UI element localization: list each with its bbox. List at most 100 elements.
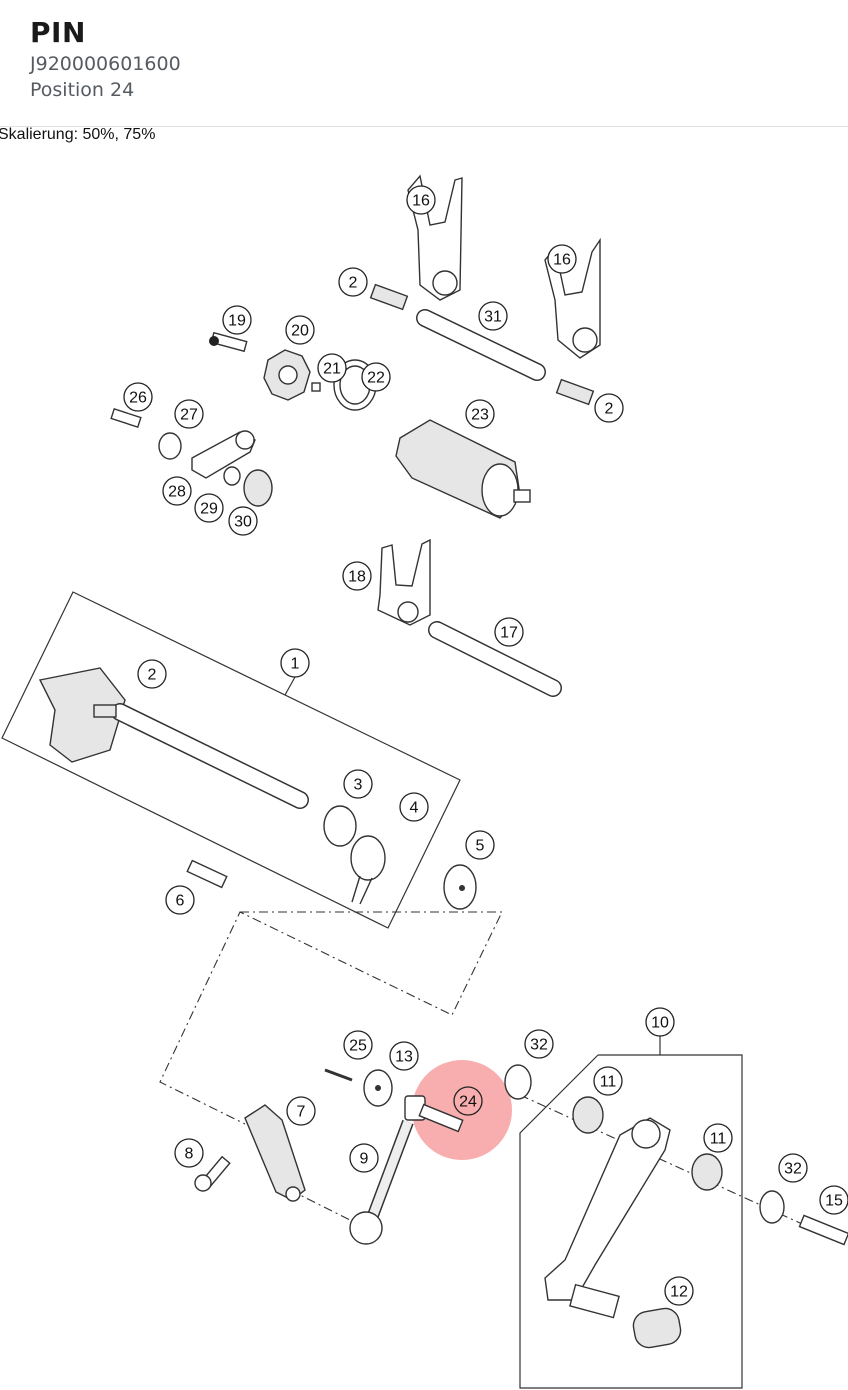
washer-32-left	[504, 1064, 532, 1100]
callout-20[interactable]: 20	[285, 315, 315, 345]
callout-circle	[165, 885, 195, 915]
callout-circle	[547, 244, 577, 274]
callout-label: 4	[410, 800, 419, 817]
callout-29[interactable]: 29	[194, 493, 224, 523]
part-title: PIN	[30, 16, 86, 49]
callout-label: 27	[180, 407, 198, 424]
callout-label: 8	[185, 1146, 194, 1163]
callout-circle	[343, 1030, 373, 1060]
bolt-6	[186, 859, 228, 889]
callout-label: 17	[500, 625, 518, 642]
washer-32-right	[759, 1190, 785, 1224]
callout-31[interactable]: 31	[478, 301, 508, 331]
shift-lever-7	[244, 1104, 306, 1202]
callout-label: 32	[784, 1161, 802, 1178]
callout-label: 7	[297, 1104, 306, 1121]
pin-25	[324, 1068, 353, 1082]
callout-circle	[349, 1143, 379, 1173]
callout-27[interactable]: 27	[174, 399, 204, 429]
callout-10[interactable]: 10	[645, 1007, 675, 1037]
washer-27	[158, 432, 182, 460]
callout-circle	[465, 830, 495, 860]
callout-label: 21	[323, 361, 341, 378]
callout-2[interactable]: 2	[338, 267, 368, 297]
callout-1[interactable]: 1	[280, 648, 310, 678]
shift-shaft-assembly	[38, 667, 386, 905]
callout-32[interactable]: 32	[778, 1153, 808, 1183]
callout-32[interactable]: 32	[524, 1029, 554, 1059]
callout-11[interactable]: 11	[593, 1066, 623, 1096]
leader-1	[284, 676, 296, 696]
callout-label: 25	[349, 1038, 367, 1055]
spring-upper	[369, 283, 409, 311]
bolt-15	[798, 1214, 848, 1246]
callout-circle	[162, 476, 192, 506]
callout-30[interactable]: 30	[228, 506, 258, 536]
callout-label: 15	[825, 1193, 843, 1210]
callout-circle	[703, 1123, 733, 1153]
callout-circle	[317, 353, 347, 383]
callout-label: 29	[200, 501, 218, 518]
callout-circle	[222, 305, 252, 335]
spring-30	[243, 469, 273, 507]
callout-label: 26	[129, 390, 147, 407]
callout-8[interactable]: 8	[174, 1138, 204, 1168]
callout-2[interactable]: 2	[594, 393, 624, 423]
callout-16[interactable]: 16	[547, 244, 577, 274]
pin-24	[404, 1095, 464, 1133]
part-position: Position 24	[30, 79, 135, 101]
callout-circle	[594, 393, 624, 423]
callout-circle	[399, 792, 429, 822]
callout-22[interactable]: 22	[361, 362, 391, 392]
callout-19[interactable]: 19	[222, 305, 252, 335]
callout-circle	[453, 1086, 483, 1116]
callout-9[interactable]: 9	[349, 1143, 379, 1173]
spring-right	[555, 378, 595, 406]
dashed-connection	[159, 911, 503, 1125]
shift-pedal-10	[544, 1117, 671, 1319]
callout-label: 16	[553, 252, 571, 269]
callout-24[interactable]: 24	[453, 1086, 483, 1116]
callout-16[interactable]: 16	[406, 185, 436, 215]
callout-label: 22	[367, 370, 385, 387]
callout-21[interactable]: 21	[317, 353, 347, 383]
callout-11[interactable]: 11	[703, 1123, 733, 1153]
callout-6[interactable]: 6	[165, 885, 195, 915]
callout-23[interactable]: 23	[465, 399, 495, 429]
bearing-11-left	[572, 1096, 604, 1134]
callout-26[interactable]: 26	[123, 382, 153, 412]
callout-2[interactable]: 2	[137, 659, 167, 689]
callout-label: 6	[176, 893, 185, 910]
callout-13[interactable]: 13	[389, 1041, 419, 1071]
callout-15[interactable]: 15	[819, 1185, 848, 1215]
callout-18[interactable]: 18	[342, 561, 372, 591]
callout-3[interactable]: 3	[343, 769, 373, 799]
callout-label: 1	[291, 656, 300, 673]
scale-note: Skalierung: 50%, 75%	[0, 126, 156, 143]
callout-circle	[478, 301, 508, 331]
callout-4[interactable]: 4	[399, 792, 429, 822]
callout-circle	[406, 185, 436, 215]
callout-label: 11	[600, 1074, 617, 1091]
callout-circle	[286, 1096, 316, 1126]
callout-label: 11	[710, 1131, 727, 1148]
callout-label: 20	[291, 323, 309, 340]
callout-circle	[524, 1029, 554, 1059]
callout-circle	[465, 399, 495, 429]
callout-label: 13	[395, 1049, 413, 1066]
callout-17[interactable]: 17	[494, 617, 524, 647]
callout-7[interactable]: 7	[286, 1096, 316, 1126]
callout-label: 19	[228, 313, 246, 330]
callout-circle	[819, 1185, 848, 1215]
callout-28[interactable]: 28	[162, 476, 192, 506]
callout-label: 5	[476, 838, 485, 855]
callout-12[interactable]: 12	[664, 1276, 694, 1306]
link-rod-9	[349, 1119, 414, 1245]
callout-label: 23	[471, 407, 489, 424]
callout-label: 30	[234, 514, 252, 531]
bearing-11-right	[691, 1153, 723, 1191]
pin-21	[311, 382, 321, 392]
callout-25[interactable]: 25	[343, 1030, 373, 1060]
callout-5[interactable]: 5	[465, 830, 495, 860]
